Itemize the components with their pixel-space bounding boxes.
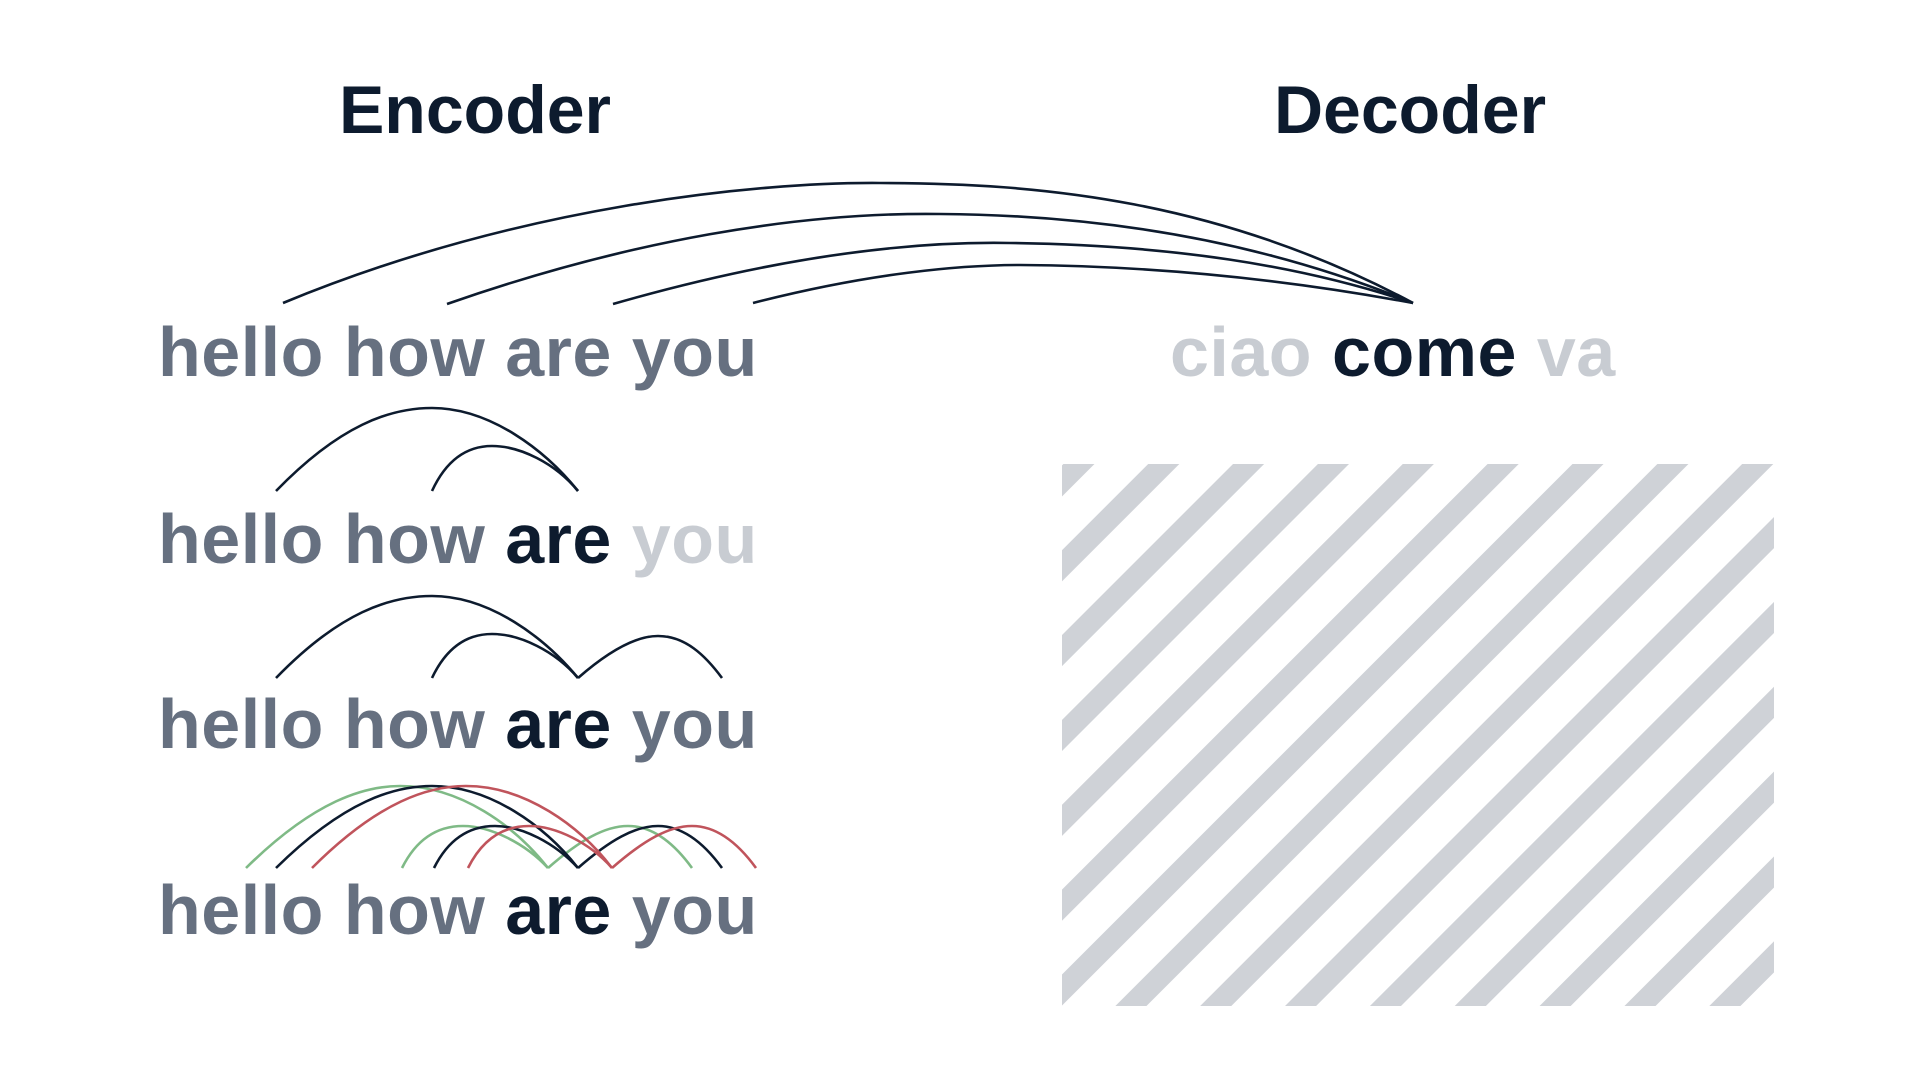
word-come: come [1332, 313, 1517, 391]
head-dark-arc-how [432, 824, 579, 869]
self-attention-arc-are-how [430, 444, 580, 492]
decoder-heading: Decoder [1273, 72, 1547, 148]
self-attention-arc-are-you [577, 634, 724, 679]
encoder-sentence-row-2: hello how are you [158, 497, 758, 581]
head-red-arc-hello [311, 784, 614, 869]
word-you: you [631, 500, 758, 578]
word-how: how [343, 871, 486, 949]
encoder-sentence-row-1: hello how are you [158, 310, 758, 394]
word-are: are [505, 500, 612, 578]
word-hello: hello [158, 685, 324, 763]
word-hello: hello [158, 500, 324, 578]
self-attention-arc-are-hello [275, 406, 580, 492]
cross-attention-arc-are [612, 241, 1414, 306]
cross-attention-arc-how [446, 212, 1414, 306]
word-hello: hello [158, 313, 324, 391]
word-you: you [631, 871, 758, 949]
self-attention-arc-are-hello-2 [275, 594, 580, 679]
head-dark-arc-you [577, 824, 724, 869]
word-are: are [505, 313, 612, 391]
head-green-arc-hello [245, 784, 550, 869]
word-va: va [1536, 313, 1616, 391]
head-green-arc-how [400, 824, 549, 869]
encoder-sentence-row-4: hello how are you [158, 868, 758, 952]
head-red-arc-you [611, 824, 758, 869]
head-green-arc-you [547, 824, 694, 869]
word-how: how [343, 500, 486, 578]
word-are: are [505, 685, 612, 763]
word-you: you [631, 313, 758, 391]
word-how: how [343, 685, 486, 763]
self-attention-arc-are-how-2 [430, 632, 579, 679]
encoder-sentence-row-3: hello how are you [158, 682, 758, 766]
word-hello: hello [158, 871, 324, 949]
word-are: are [505, 871, 612, 949]
cross-attention-arc-hello [282, 181, 1414, 305]
cross-attention-arc-you [752, 263, 1414, 305]
head-dark-arc-hello [275, 784, 580, 869]
word-you: you [631, 685, 758, 763]
word-ciao: ciao [1170, 313, 1313, 391]
head-red-arc-how [466, 824, 613, 869]
hatched-placeholder-box [1062, 464, 1774, 1006]
decoder-sentence: ciao come va [1170, 310, 1616, 394]
encoder-heading: Encoder [338, 72, 612, 148]
word-how: how [343, 313, 486, 391]
